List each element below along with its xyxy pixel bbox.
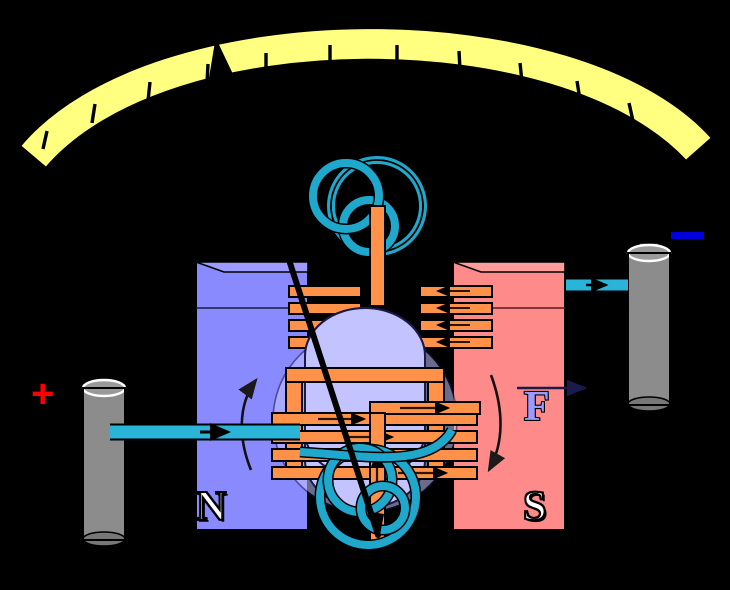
- north-magnet: [195, 261, 309, 531]
- pointer-tip: [371, 512, 384, 540]
- negative-terminal-post[interactable]: [626, 242, 672, 412]
- gauge-needle: [207, 39, 237, 89]
- armature-shaft-top: [369, 205, 386, 307]
- field-lines-bottom: [299, 426, 457, 551]
- positive-terminal-post[interactable]: [81, 378, 127, 547]
- field-lines-top: [307, 154, 428, 258]
- gauge-ticks: [41, 45, 635, 150]
- pointer-shaft: [287, 260, 381, 538]
- gauge-scale: [18, 26, 714, 170]
- minus-sign: [671, 232, 704, 239]
